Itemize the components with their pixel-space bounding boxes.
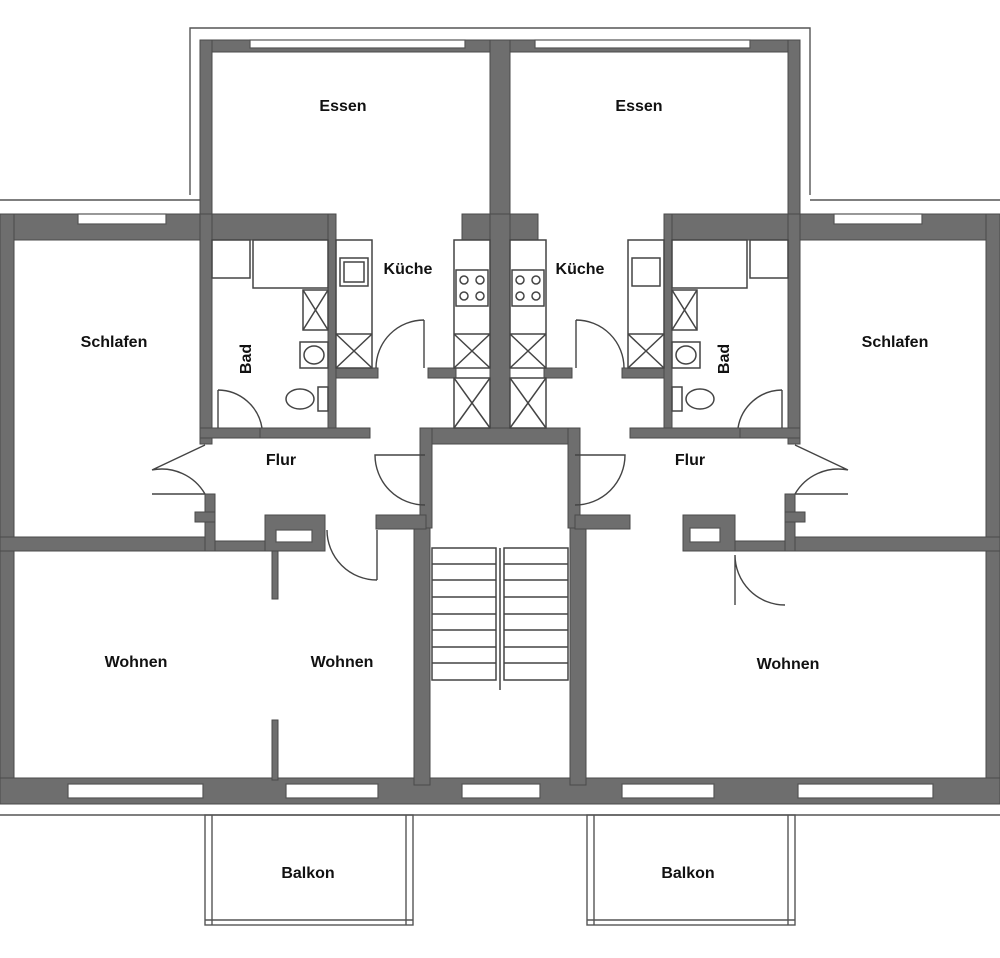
label-wohnen-left-b: Wohnen — [311, 654, 374, 671]
interior-walls — [0, 213, 1000, 786]
kitchen-fixtures-right — [509, 239, 665, 429]
bathroom-fixtures-right — [671, 239, 789, 412]
label-kueche-left: Küche — [384, 261, 433, 278]
kitchen-fixtures-left — [335, 239, 491, 429]
label-schlafen-right: Schlafen — [862, 334, 929, 351]
bathroom-fixtures-left — [211, 239, 329, 412]
exterior-walls — [0, 39, 1000, 805]
label-kueche-right: Küche — [556, 261, 605, 278]
label-flur-left: Flur — [266, 452, 296, 469]
label-balkon-right: Balkon — [661, 865, 714, 882]
label-bad-right: Bad — [716, 344, 733, 374]
room-labels: Essen Essen Küche Küche Schlafen Schlafe… — [81, 98, 929, 882]
label-flur-right: Flur — [675, 452, 705, 469]
label-schlafen-left: Schlafen — [81, 334, 148, 351]
label-bad-left: Bad — [238, 344, 255, 374]
label-essen-left: Essen — [319, 98, 366, 115]
balconies — [204, 814, 796, 926]
label-essen-right: Essen — [615, 98, 662, 115]
label-wohnen-right: Wohnen — [757, 656, 820, 673]
label-balkon-left: Balkon — [281, 865, 334, 882]
label-wohnen-left-a: Wohnen — [105, 654, 168, 671]
windows — [67, 39, 934, 799]
doors — [151, 319, 849, 606]
staircase — [431, 547, 569, 690]
outline-lines — [0, 27, 1000, 816]
